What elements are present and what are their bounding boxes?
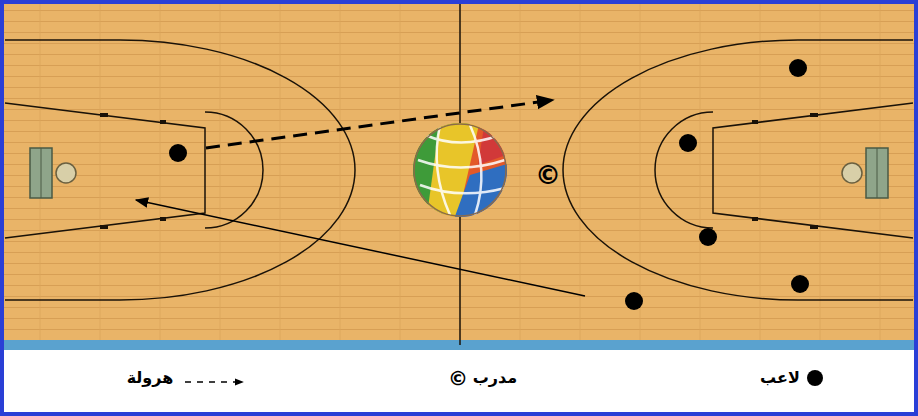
legend-jog-text: هرولة [127, 369, 174, 387]
key-ticks [100, 113, 818, 229]
ball-logo [405, 120, 520, 230]
run-arrow [136, 200, 585, 296]
coach-symbol: © [535, 161, 561, 190]
blue-strip [4, 340, 914, 350]
court-floor [4, 4, 914, 340]
left-basket [30, 148, 76, 198]
legend-coach-text: مدرب [473, 369, 517, 387]
legend-coach-symbol: © [448, 367, 468, 389]
legend-player-dot [807, 370, 823, 386]
jog-arrow [206, 100, 553, 148]
legend-jog-sample [185, 381, 243, 383]
page-ground [4, 4, 914, 412]
right-basket [842, 148, 888, 198]
court-lines [5, 4, 913, 345]
player-dots [169, 59, 809, 310]
legend-player-text: لاعب [760, 369, 800, 387]
